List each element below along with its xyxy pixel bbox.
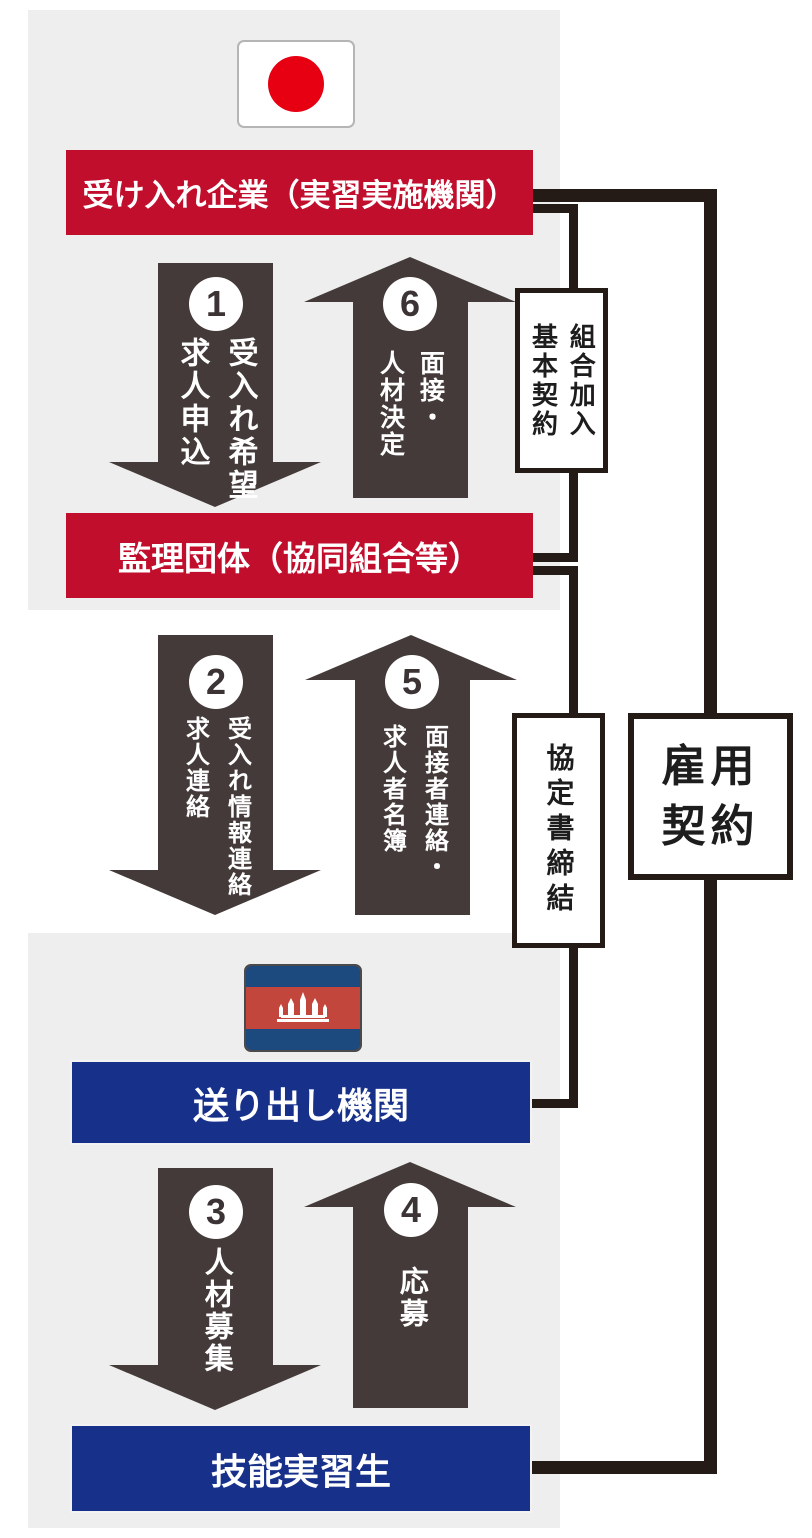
step-number-badge: 4 xyxy=(384,1183,438,1237)
step-number: 6 xyxy=(399,283,421,324)
step-label-box: 人材募集 xyxy=(148,1247,283,1375)
agreement-contract-label: 協定書締結 xyxy=(543,743,575,918)
sending-org-label: 送り出し機関 xyxy=(192,1084,409,1126)
union-line-top xyxy=(532,204,578,213)
arrow-shaft xyxy=(355,678,470,915)
step-label: 受入れ情報連絡 求人連絡 xyxy=(181,716,251,898)
agreement-contract-box: 協定書締結 xyxy=(512,713,605,948)
step-number: 3 xyxy=(205,1191,227,1232)
step-label: 面接者連絡・ 求人者名簿 xyxy=(378,724,448,880)
angkor-wat-icon xyxy=(277,992,329,1022)
union-contract-label: 組合加入 基本契約 xyxy=(528,322,597,439)
supervising-org-label: 監理団体（協同組合等） xyxy=(118,539,481,577)
step-number-badge: 3 xyxy=(189,1185,243,1239)
step-label-box: 面接・ 人材決定 xyxy=(343,350,478,458)
japan-flag-icon xyxy=(237,40,355,128)
employment-line-bottom xyxy=(532,1461,717,1474)
step-label-box: 受入れ情報連絡 求人連絡 xyxy=(148,716,283,898)
employment-line-top xyxy=(532,189,717,202)
step-number-badge: 6 xyxy=(383,277,437,331)
japan-flag-circle xyxy=(268,56,324,112)
step-number: 5 xyxy=(401,661,423,702)
step-number: 4 xyxy=(400,1189,422,1230)
step-label-box: 応募 xyxy=(343,1266,478,1330)
cambodia-flag-stripe-top xyxy=(246,966,360,987)
sending-org-banner: 送り出し機関 xyxy=(70,1060,532,1145)
arrow-down-head-icon xyxy=(109,1365,321,1410)
accepting-company-banner: 受け入れ企業（実習実施機関） xyxy=(66,150,533,235)
step-label-box: 面接者連絡・ 求人者名簿 xyxy=(345,724,480,880)
step-label: 受入れ希望 求人申込 xyxy=(175,337,257,502)
union-contract-box: 組合加入 基本契約 xyxy=(515,288,608,473)
step-number-badge: 2 xyxy=(189,655,243,709)
step-number: 1 xyxy=(205,283,227,324)
employment-contract-box: 雇用 契約 xyxy=(628,713,793,880)
arrow-down-head-icon xyxy=(109,462,321,507)
cambodia-flag-stripe-bottom xyxy=(246,1029,360,1050)
supervising-org-banner: 監理団体（協同組合等） xyxy=(66,513,533,598)
agreement-line-bottom xyxy=(532,1099,578,1108)
cambodia-flag-icon xyxy=(244,964,362,1052)
step-number-badge: 1 xyxy=(189,277,243,331)
accepting-company-label: 受け入れ企業（実習実施機関） xyxy=(82,178,517,213)
agreement-line-top xyxy=(532,566,578,575)
arrow-shaft xyxy=(353,300,468,498)
arrow-shaft xyxy=(353,1205,468,1408)
trainee-label: 技能実習生 xyxy=(210,1450,391,1492)
step-label: 人材募集 xyxy=(200,1247,233,1375)
cambodia-flag-stripe-middle xyxy=(246,987,360,1029)
step-number-badge: 5 xyxy=(385,655,439,709)
step-label: 応募 xyxy=(395,1266,428,1330)
union-line-bottom xyxy=(532,553,578,562)
trainee-banner: 技能実習生 xyxy=(70,1424,532,1513)
arrow-down-head-icon xyxy=(109,870,321,915)
step-label: 面接・ 人材決定 xyxy=(376,350,445,458)
employment-contract-label: 雇用 契約 xyxy=(661,742,760,851)
step-number: 2 xyxy=(205,661,227,702)
step-label-box: 受入れ希望 求人申込 xyxy=(148,337,283,502)
